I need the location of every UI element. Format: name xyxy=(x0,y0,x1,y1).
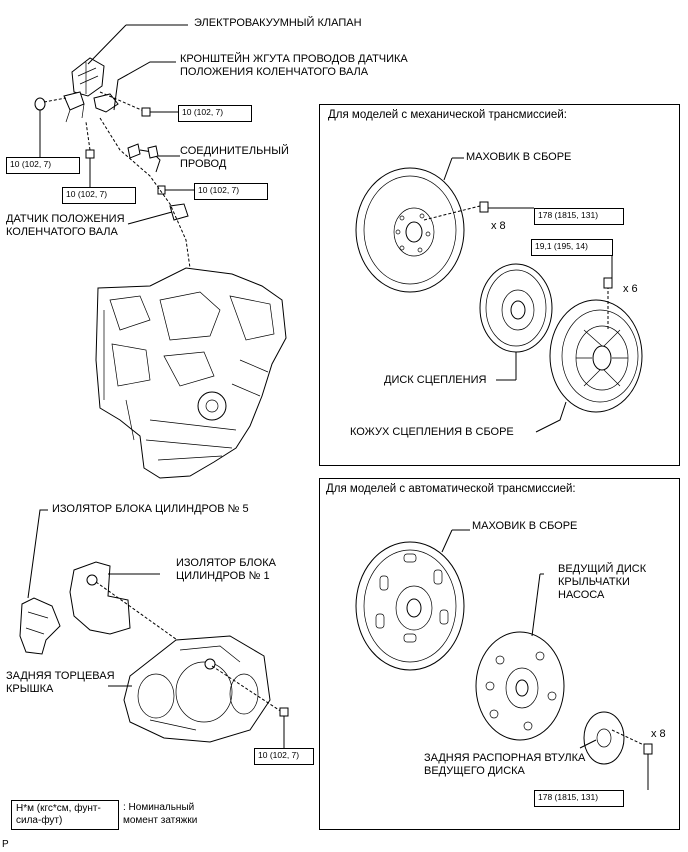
label-mt-flywheel: МАХОВИК В СБОРЕ xyxy=(466,151,572,163)
bolt-icon xyxy=(603,277,613,289)
corner-mark: P xyxy=(2,839,9,850)
engine-block-icon xyxy=(95,267,287,479)
label-connecting-wire-line2: ПРОВОД xyxy=(180,158,227,170)
label-drive-plate-line1: ВЕДУЩИЙ ДИСК xyxy=(558,563,647,575)
at-panel xyxy=(319,478,680,830)
qty-at-plate: x 8 xyxy=(651,728,666,740)
rear-spacer-icon xyxy=(583,711,625,765)
insulator-1-icon xyxy=(69,561,131,635)
torque-box: 10 (102, 7) xyxy=(178,105,252,122)
bolt-icon xyxy=(279,707,289,717)
mt-flywheel-icon xyxy=(355,167,465,293)
label-crank-sensor-line2: КОЛЕНЧАТОГО ВАЛА xyxy=(6,226,118,238)
label-vacuum-valve: ЭЛЕКТРОВАКУУМНЫЙ КЛАПАН xyxy=(194,17,362,29)
label-insulator-1-line2: ЦИЛИНДРОВ № 1 xyxy=(176,570,270,582)
label-clutch-cover: КОЖУХ СЦЕПЛЕНИЯ В СБОРЕ xyxy=(350,426,514,438)
drive-plate-icon xyxy=(475,631,565,741)
clutch-disc-icon xyxy=(479,263,553,353)
qty-mt-flywheel: x 8 xyxy=(491,220,506,232)
label-harness-bracket-line2: ПОЛОЖЕНИЯ КОЛЕНЧАТОГО ВАЛА xyxy=(180,66,369,78)
qty-mt-cover: x 6 xyxy=(623,283,638,295)
torque-box: 178 (1815, 131) xyxy=(534,790,624,807)
legend-unit-line1: Н*м (кгс*см, фунт- xyxy=(16,803,101,814)
label-drive-plate-line2: КРЫЛЬЧАТКИ xyxy=(558,576,630,588)
mt-panel-title: Для моделей с механической трансмиссией: xyxy=(328,109,567,121)
torque-box: 10 (102, 7) xyxy=(6,157,80,174)
torque-box: 19,1 (195, 14) xyxy=(531,239,613,256)
bolt-icon xyxy=(34,97,67,111)
legend-desc-line2: момент затяжки xyxy=(123,815,198,826)
label-rear-cover-line1: ЗАДНЯЯ ТОРЦЕВАЯ xyxy=(6,670,115,682)
legend-unit-line2: сила-фут) xyxy=(16,815,63,826)
connecting-wire-icon xyxy=(127,143,161,173)
vacuum-valve-icon xyxy=(63,57,119,123)
label-rear-spacer-line1: ЗАДНЯЯ РАСПОРНАЯ ВТУЛКА xyxy=(424,752,586,764)
legend-unit-box: Н*м (кгс*см, фунт- сила-фут) xyxy=(11,800,119,830)
mt-panel xyxy=(319,104,680,466)
torque-box: 10 (102, 7) xyxy=(62,187,136,204)
torque-box: 10 (102, 7) xyxy=(254,748,314,765)
bolt-icon xyxy=(141,107,151,117)
bolt-icon xyxy=(85,121,95,159)
rear-end-cover-icon xyxy=(123,635,271,743)
label-rear-spacer-line2: ВЕДУЩЕГО ДИСКА xyxy=(424,765,525,777)
label-insulator-5: ИЗОЛЯТОР БЛОКА ЦИЛИНДРОВ № 5 xyxy=(52,503,249,515)
insulator-5-icon xyxy=(19,597,61,655)
torque-box: 178 (1815, 131) xyxy=(534,208,624,225)
label-harness-bracket-line1: КРОНШТЕЙН ЖГУТА ПРОВОДОВ ДАТЧИКА xyxy=(180,53,408,65)
label-at-flywheel: МАХОВИК В СБОРЕ xyxy=(472,520,578,532)
legend-desc-line1: : Номинальный xyxy=(123,802,195,813)
label-clutch-disc: ДИСК СЦЕПЛЕНИЯ xyxy=(384,374,487,386)
at-panel-title: Для моделей с автоматической трансмиссие… xyxy=(326,483,576,495)
label-drive-plate-line3: НАСОСА xyxy=(558,589,605,601)
label-crank-sensor-line1: ДАТЧИК ПОЛОЖЕНИЯ xyxy=(6,213,125,225)
label-rear-cover-line2: КРЫШКА xyxy=(6,683,54,695)
torque-box: 10 (102, 7) xyxy=(194,183,268,200)
at-flywheel-icon xyxy=(355,541,465,671)
label-connecting-wire-line1: СОЕДИНИТЕЛЬНЫЙ xyxy=(180,145,289,157)
label-insulator-1-line1: ИЗОЛЯТОР БЛОКА xyxy=(176,557,276,569)
clutch-cover-icon xyxy=(549,299,643,413)
bolt-icon xyxy=(479,201,489,213)
